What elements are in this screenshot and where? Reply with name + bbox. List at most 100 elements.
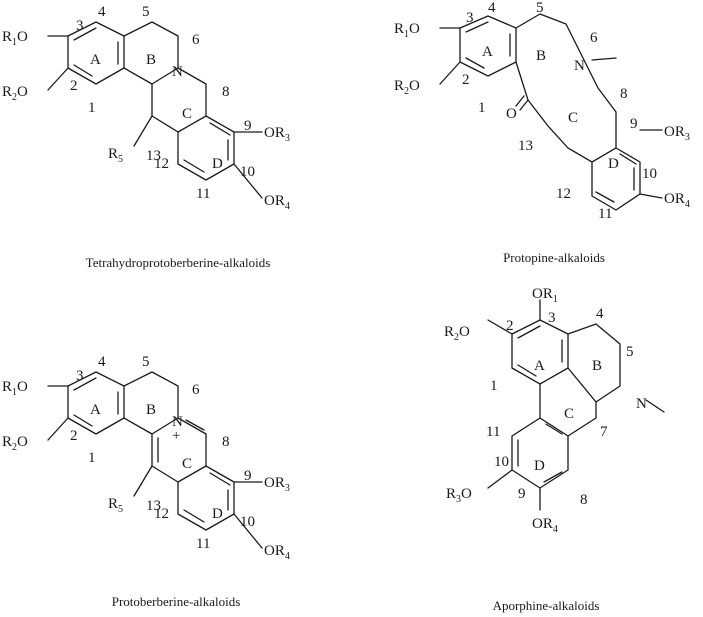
ring-label-d: D — [212, 156, 223, 172]
position-1: 1 — [490, 378, 498, 394]
position-5: 5 — [142, 354, 150, 370]
ring-label-b: B — [592, 358, 602, 374]
panel-aporphine: A B C D 1 2 3 4 5 7 8 9 10 11 N OR1 R2O … — [444, 286, 665, 613]
position-3: 3 — [466, 10, 474, 26]
panel-tetrahydroprotoberberine: A B C D 1 2 3 4 5 6 8 9 10 11 12 13 N R1… — [2, 4, 290, 270]
position-3: 3 — [76, 368, 84, 384]
ring-a-double-bonds — [517, 325, 563, 377]
position-8: 8 — [620, 86, 628, 102]
ring-d-bonds — [177, 465, 235, 531]
position-11: 11 — [598, 206, 612, 222]
ring-d-bonds — [567, 147, 641, 211]
ring-label-c: C — [564, 406, 574, 422]
substituent-or2: R2O — [2, 84, 28, 103]
position-4: 4 — [488, 0, 496, 16]
ring-c-bonds — [151, 67, 207, 133]
position-8: 8 — [222, 434, 230, 450]
ring-d-double-bonds — [517, 423, 563, 483]
panel-protopine: A B C D 1 2 3 4 5 6 8 9 10 11 12 13 N O … — [394, 0, 690, 265]
position-13: 13 — [518, 138, 533, 154]
position-11: 11 — [486, 424, 500, 440]
substituent-or4: OR4 — [532, 516, 558, 535]
ring-label-b: B — [536, 48, 546, 64]
substituent-or4: OR4 — [264, 193, 290, 212]
substituent-or4: OR4 — [664, 191, 690, 210]
ring-d-bonds — [177, 115, 235, 181]
position-9: 9 — [244, 468, 252, 484]
nitrogen-atom: N — [636, 396, 647, 412]
substituent-or3: OR3 — [664, 124, 690, 143]
substituent-bonds — [47, 385, 263, 549]
position-10: 10 — [494, 454, 509, 470]
substituent-or1: OR1 — [532, 286, 558, 305]
substituent-or1: R1O — [394, 21, 420, 40]
panel-protoberberine: A B C D 1 2 3 4 5 6 8 9 10 11 12 13 N + … — [2, 354, 290, 609]
ring-a-double-bonds — [465, 21, 511, 69]
caption-protoberberine: Protoberberine-alkaloids — [112, 594, 241, 609]
position-5: 5 — [142, 4, 150, 20]
position-4: 4 — [98, 4, 106, 20]
ring-d-double-bonds — [183, 122, 231, 173]
position-3: 3 — [548, 310, 556, 326]
position-5: 5 — [626, 344, 634, 360]
position-4: 4 — [596, 306, 604, 322]
substituent-or1: R1O — [2, 29, 28, 48]
carbonyl-double-bond — [515, 95, 529, 111]
ring-label-a: A — [90, 402, 101, 418]
position-2: 2 — [506, 318, 514, 334]
position-10: 10 — [240, 164, 255, 180]
position-7: 7 — [600, 424, 608, 440]
position-10: 10 — [642, 166, 657, 182]
substituent-or3: OR3 — [264, 125, 290, 144]
position-12: 12 — [556, 186, 571, 202]
ring-label-a: A — [90, 52, 101, 68]
substituent-or2: R2O — [444, 324, 470, 343]
positive-charge: + — [172, 428, 180, 444]
ring-label-b: B — [146, 52, 156, 68]
substituent-bonds — [47, 35, 263, 199]
ring-d-double-bonds — [595, 153, 637, 203]
nitrogen-atom: N — [574, 58, 585, 74]
nitrogen-atom: N — [172, 64, 183, 80]
ring-b-bonds — [567, 323, 621, 403]
position-11: 11 — [196, 186, 210, 202]
substituent-or3: OR3 — [264, 475, 290, 494]
substituent-r5: R5 — [108, 146, 123, 165]
ring-label-c: C — [182, 106, 192, 122]
position-9: 9 — [630, 116, 638, 132]
carbonyl-oxygen-atom: O — [506, 106, 517, 122]
position-5: 5 — [536, 0, 544, 16]
position-1: 1 — [88, 100, 96, 116]
position-3: 3 — [76, 18, 84, 34]
position-1: 1 — [478, 100, 486, 116]
ring-b-bonds — [123, 371, 179, 435]
substituent-or2: R2O — [2, 434, 28, 453]
ring-b-bonds — [123, 21, 179, 85]
position-13: 13 — [146, 498, 161, 514]
ring-label-d: D — [608, 156, 619, 172]
substituent-or4: OR4 — [264, 543, 290, 562]
nitrogen-atom: N — [172, 414, 183, 430]
substituent-bonds — [487, 299, 541, 511]
ring-a-double-bonds — [73, 27, 119, 77]
ring-label-c: C — [182, 456, 192, 472]
ring-a-double-bonds — [73, 377, 119, 427]
position-9: 9 — [518, 486, 526, 502]
caption-protopine: Protopine-alkaloids — [503, 250, 605, 265]
substituent-or2: R2O — [394, 78, 420, 97]
position-8: 8 — [580, 492, 588, 508]
substituent-r5: R5 — [108, 496, 123, 515]
ring-c-bonds — [151, 417, 207, 483]
ring-d-double-bonds — [183, 472, 231, 523]
substituent-bonds — [439, 27, 663, 199]
position-8: 8 — [222, 84, 230, 100]
position-6: 6 — [590, 30, 598, 46]
position-13: 13 — [146, 148, 161, 164]
ring-label-b: B — [146, 402, 156, 418]
position-2: 2 — [462, 72, 470, 88]
caption-aporphine: Aporphine-alkaloids — [493, 598, 600, 613]
ring-label-c: C — [568, 110, 578, 126]
position-2: 2 — [70, 78, 78, 94]
position-6: 6 — [192, 32, 200, 48]
